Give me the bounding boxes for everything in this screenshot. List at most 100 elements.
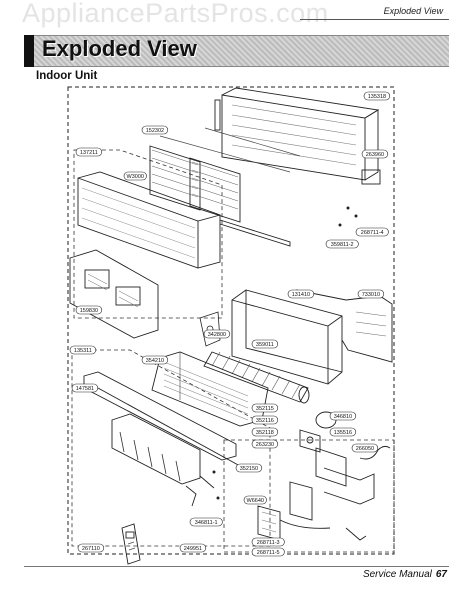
- part-label-box: [361, 149, 389, 159]
- part-label: 267110: [77, 543, 105, 553]
- part-label-box: [235, 463, 263, 473]
- part-code: 346811-1: [195, 520, 218, 526]
- part-label: 263230: [251, 439, 279, 449]
- part-label-box: [141, 125, 169, 135]
- part-label-box: [329, 411, 357, 421]
- running-header: Exploded View: [383, 6, 443, 16]
- watermark: AppliancePartsPros.com: [22, 0, 329, 28]
- control-box: [257, 445, 391, 541]
- cabinet-assembly: [231, 289, 393, 385]
- part-label: 359011: [251, 339, 279, 349]
- part-code: 135516: [334, 430, 352, 436]
- part-label: 268711-5: [251, 547, 285, 557]
- part-label: 354210: [141, 355, 169, 365]
- frame-grille: [73, 149, 223, 319]
- diagram-frame: [67, 86, 395, 555]
- screws: [212, 206, 358, 500]
- part-code: 137211: [80, 150, 98, 156]
- part-label-box: [325, 239, 359, 249]
- footer-rule: [24, 566, 449, 567]
- part-label-box: [189, 517, 223, 527]
- part-label-box: [243, 495, 267, 505]
- part-label-box: [251, 537, 285, 547]
- part-code: 152302: [146, 128, 164, 134]
- part-code: 266050: [356, 446, 374, 452]
- part-code: 342800: [208, 332, 226, 338]
- page-title: Exploded View: [42, 36, 197, 61]
- part-label: 135318: [363, 91, 391, 101]
- part-label: 147581: [71, 383, 99, 393]
- part-label: 268711-4: [355, 227, 389, 237]
- part-label-box: [141, 355, 169, 365]
- part-code: 359011: [256, 342, 274, 348]
- part-label-box: [357, 289, 385, 299]
- part-label-box: [69, 345, 97, 355]
- evaporator: [151, 351, 269, 427]
- part-label: 263960: [361, 149, 389, 159]
- drain-bracket: [199, 311, 221, 347]
- part-label-box: [75, 305, 103, 315]
- filter-assembly: [149, 127, 301, 223]
- page-number: 67: [435, 569, 447, 580]
- part-label: W3000: [123, 171, 147, 181]
- part-code: W3000: [127, 174, 144, 180]
- inlet-grille: [69, 249, 159, 339]
- part-label: 346811-1: [189, 517, 223, 527]
- part-code: 346810: [334, 414, 352, 420]
- part-code: 147581: [76, 386, 94, 392]
- part-label: 249951: [179, 543, 207, 553]
- crossflow-fan: [203, 351, 310, 404]
- part-code: 159830: [80, 308, 98, 314]
- chassis-assembly: [214, 87, 381, 185]
- part-code: 249951: [184, 546, 202, 552]
- footer-label: Service Manual: [362, 569, 432, 580]
- part-label: 359811-2: [325, 239, 359, 249]
- part-code: 268711-4: [361, 230, 384, 236]
- part-code: 359811-2: [331, 242, 354, 248]
- title-block: [24, 35, 34, 67]
- section-subtitle: Indoor Unit: [36, 70, 98, 82]
- part-label-box: [203, 329, 231, 339]
- part-label-box: [355, 227, 389, 237]
- remote-control: [121, 523, 141, 565]
- part-label: 131410: [287, 289, 315, 299]
- part-label-box: [351, 443, 379, 453]
- part-code: 135318: [368, 94, 386, 100]
- part-label-box: [251, 427, 279, 437]
- part-code: 131410: [292, 292, 310, 298]
- part-label-box: [251, 547, 285, 557]
- part-label-box: [71, 383, 99, 393]
- part-label: 135516: [329, 427, 357, 437]
- part-label-box: [363, 91, 391, 101]
- part-code: 352115: [256, 406, 274, 412]
- part-code: 352118: [256, 430, 274, 436]
- part-label-box: [75, 147, 103, 157]
- part-code: 135311: [74, 348, 92, 354]
- part-label-box: [329, 427, 357, 437]
- part-code: 354210: [146, 358, 164, 364]
- part-label: 152302: [141, 125, 169, 135]
- part-code: 352150: [240, 466, 258, 472]
- part-code: 268711-5: [257, 550, 280, 556]
- part-label-box: [251, 403, 279, 413]
- part-label-box: [77, 543, 105, 553]
- part-code: 263960: [366, 152, 384, 158]
- title-bar: [24, 35, 449, 67]
- louver-assembly: [83, 371, 241, 507]
- part-label: 352116: [251, 415, 279, 425]
- part-label-box: [251, 339, 279, 349]
- part-code: 352116: [256, 418, 274, 424]
- part-label-box: [123, 171, 147, 181]
- part-code: 733010: [362, 292, 380, 298]
- part-label: 135311: [69, 345, 97, 355]
- part-label: 352115: [251, 403, 279, 413]
- part-code: 263230: [256, 442, 274, 448]
- part-code: W6640: [247, 498, 264, 504]
- part-label: 346810: [329, 411, 357, 421]
- part-code: 267110: [82, 546, 100, 552]
- part-label-box: [287, 289, 315, 299]
- part-label: 268711-3: [251, 537, 285, 547]
- frame-controlbox: [223, 439, 395, 553]
